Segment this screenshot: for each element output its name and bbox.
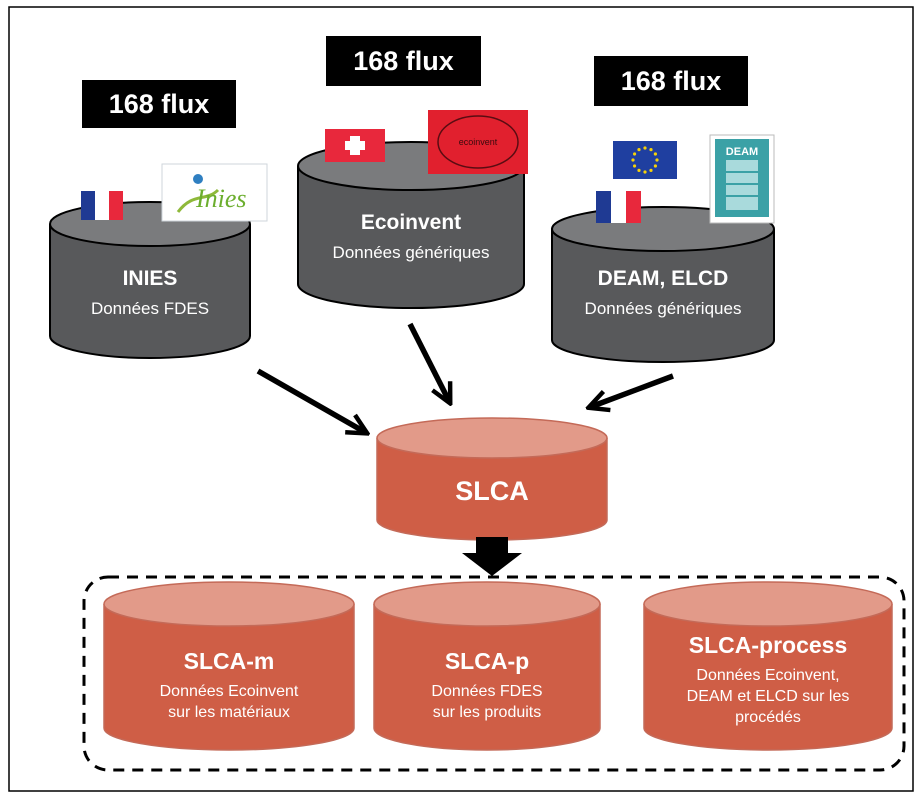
slca-p-line1: Données FDES [431, 683, 543, 700]
ecoinvent-title: Ecoinvent [360, 211, 462, 234]
deam-subtitle: Données génériques [584, 299, 742, 318]
ecoinvent-label: Ecoinvent Données génériques [298, 211, 524, 263]
eu-star [637, 168, 641, 172]
slca-process-database [643, 581, 893, 751]
deam-logo-text: DEAM [726, 146, 758, 158]
ecoinvent-subtitle: Données génériques [332, 243, 490, 262]
outputs-container [82, 575, 906, 772]
slca-m-database [103, 581, 355, 751]
inies-logo: Inies [161, 163, 268, 222]
flux-badge-deam: 168 flux [594, 56, 748, 106]
slca-m-label: SLCA-m Données Ecoinvent sur les matéria… [104, 648, 354, 723]
diagram-frame: Inies ecoinvent DEAM 168 flux 168 flux 1… [8, 6, 914, 792]
slca-label: SLCA [377, 476, 607, 507]
eu-star [633, 164, 637, 168]
slca-process-line3: procédés [735, 709, 801, 726]
flux-badge-ecoinvent: 168 flux [326, 36, 481, 86]
inies-label: INIES Données FDES [50, 267, 250, 319]
inies-logo-text: Inies [195, 184, 247, 213]
slca-database [376, 417, 608, 541]
ecoinvent-logo-text: ecoinvent [459, 137, 498, 147]
eu-star [643, 146, 647, 150]
ecoinvent-logo: ecoinvent [428, 110, 528, 174]
flux-badge-inies: 168 flux [82, 80, 236, 128]
eu-star [633, 152, 637, 156]
slca-p-label: SLCA-p Données FDES sur les produits [374, 648, 600, 723]
slca-p-title: SLCA-p [444, 648, 530, 674]
slca-p-line2: sur les produits [432, 704, 542, 721]
arrow-slca-to-outputs [462, 537, 522, 576]
eu-star [653, 152, 658, 156]
inies-subtitle: Données FDES [90, 299, 210, 318]
outer-border [8, 6, 914, 792]
diagram-canvas: Inies ecoinvent DEAM [8, 6, 914, 792]
arrow-deam-to-slca [593, 373, 674, 406]
arrow-inies-to-slca [256, 368, 363, 431]
eu-flag [613, 141, 677, 179]
slca-m-line1: Données Ecoinvent [159, 683, 299, 700]
slca-process-line2: DEAM et ELCD sur les [686, 688, 850, 705]
eu-star [643, 170, 647, 174]
france-flag-deam [596, 191, 641, 223]
eu-star [631, 158, 635, 162]
arrow-ecoinvent-to-slca [407, 322, 448, 399]
slca-process-label: SLCA-process Données Ecoinvent, DEAM et … [644, 632, 892, 728]
france-flag-inies [81, 191, 123, 220]
deam-logo: DEAM [709, 134, 775, 224]
switzerland-flag [325, 129, 385, 162]
deam-title: DEAM, ELCD [597, 267, 729, 290]
slca-process-line1: Données Ecoinvent, [696, 667, 840, 684]
slca-m-title: SLCA-m [183, 648, 275, 674]
eu-star [655, 158, 659, 162]
eu-star [653, 164, 658, 168]
eu-star [649, 168, 653, 172]
deam-label: DEAM, ELCD Données génériques [552, 267, 774, 319]
slca-process-title: SLCA-process [688, 632, 848, 658]
eu-star [649, 148, 653, 152]
eu-star [637, 148, 641, 152]
inies-title: INIES [122, 267, 178, 290]
slca-p-database [373, 581, 601, 751]
slca-m-line2: sur les matériaux [168, 704, 290, 721]
slca-title: SLCA [455, 476, 529, 506]
